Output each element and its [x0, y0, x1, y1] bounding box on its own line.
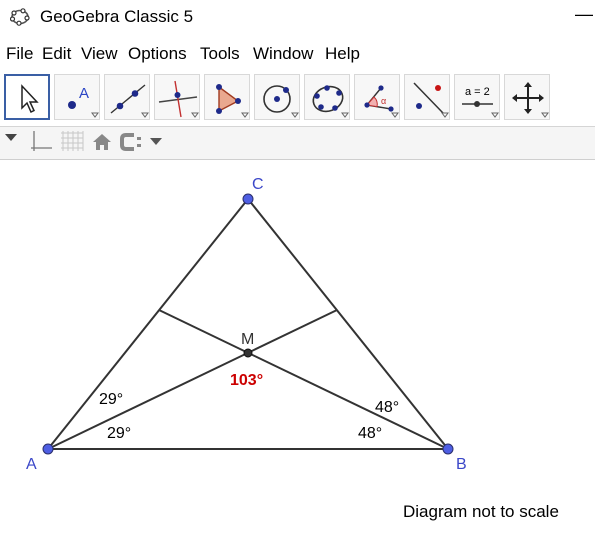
triangle-abc	[47, 198, 449, 450]
point-a[interactable]	[42, 443, 54, 455]
angle-label-b-upper: 48°	[375, 399, 399, 416]
reflect-tool-button[interactable]	[404, 74, 450, 120]
menu-bar: File Edit View Options Tools Window Help	[0, 40, 595, 66]
scale-note: Diagram not to scale	[403, 502, 559, 521]
conic-five-points-icon	[312, 85, 349, 118]
stylebar-divider	[0, 159, 595, 160]
menu-help[interactable]: Help	[325, 44, 360, 63]
conic-tool-button[interactable]	[304, 74, 350, 120]
perpendicular-line-tool-button[interactable]	[154, 74, 200, 120]
slider-tool-button[interactable]: a = 2	[454, 74, 500, 120]
axes-icon[interactable]	[28, 129, 54, 155]
menu-window[interactable]: Window	[253, 44, 314, 63]
grid-icon[interactable]	[59, 129, 85, 155]
label-b: B	[456, 456, 467, 473]
angle-icon: α	[364, 85, 399, 118]
label-c: C	[252, 176, 264, 193]
circle-tool-button[interactable]	[254, 74, 300, 120]
geogebra-logo-icon	[10, 8, 30, 26]
point-tool-button[interactable]: A	[54, 74, 100, 120]
slider-icon: a = 2	[462, 86, 499, 118]
graphics-view[interactable]: A B C M 29° 29° 48° 48° 103°	[0, 160, 595, 544]
menu-options[interactable]: Options	[128, 44, 187, 63]
angle-label-a-upper: 29°	[99, 391, 123, 408]
move-graphics-icon	[512, 82, 549, 118]
svg-text:α: α	[381, 96, 386, 106]
point-icon: A	[68, 85, 99, 118]
move-graphics-tool-button[interactable]	[504, 74, 550, 120]
circle-center-point-icon	[263, 85, 299, 118]
menu-edit[interactable]: Edit	[42, 44, 72, 63]
home-icon[interactable]	[91, 131, 113, 153]
angle-label-a-lower: 29°	[107, 425, 131, 442]
point-b[interactable]	[442, 443, 454, 455]
minimize-button[interactable]: —	[575, 4, 593, 24]
bisector-from-a[interactable]	[47, 309, 338, 450]
label-m: M	[241, 331, 254, 348]
segment-bc[interactable]	[247, 198, 449, 450]
menu-file[interactable]: File	[6, 44, 34, 63]
menu-view[interactable]: View	[81, 44, 118, 63]
toolbar: A	[0, 70, 595, 126]
polygon-tool-button[interactable]	[204, 74, 250, 120]
bisector-from-b[interactable]	[158, 309, 449, 450]
point-m[interactable]	[243, 348, 253, 358]
perpendicular-line-icon	[158, 80, 199, 118]
style-bar	[0, 127, 595, 159]
angle-label-b-lower: 48°	[358, 425, 382, 442]
line-through-points-icon	[110, 84, 149, 118]
segment-ac[interactable]	[47, 198, 249, 450]
svg-text:A: A	[79, 85, 89, 102]
reflect-about-line-icon	[413, 82, 449, 118]
toolbar-divider	[0, 126, 595, 127]
window-title: GeoGebra Classic 5	[40, 7, 194, 26]
line-tool-button[interactable]	[104, 74, 150, 120]
point-c[interactable]	[242, 193, 254, 205]
toggle-stylebar-icon[interactable]	[4, 133, 18, 143]
slider-icon-label: a = 2	[465, 86, 490, 98]
dropdown-arrow-icon[interactable]	[149, 137, 163, 147]
menu-tools[interactable]: Tools	[200, 44, 240, 63]
point-capture-icon[interactable]	[120, 132, 146, 152]
polygon-icon	[216, 84, 249, 118]
arrow-pointer-icon	[21, 84, 39, 114]
label-a: A	[26, 456, 37, 473]
move-tool-button[interactable]	[4, 74, 50, 120]
angle-label-m: 103°	[230, 372, 263, 389]
angle-tool-button[interactable]: α	[354, 74, 400, 120]
title-bar: GeoGebra Classic 5 —	[0, 0, 595, 34]
